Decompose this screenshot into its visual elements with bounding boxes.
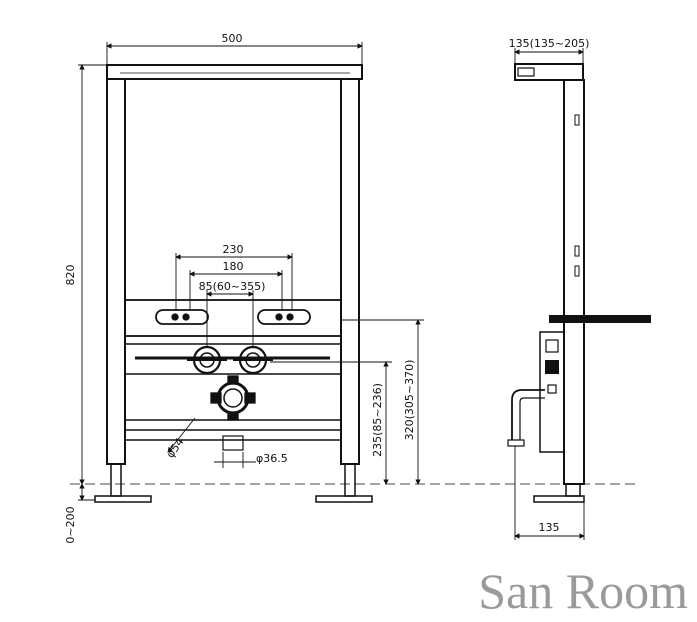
front-dimensions bbox=[78, 42, 424, 501]
front-top-rail bbox=[106, 64, 363, 80]
side-drain-elbow bbox=[507, 389, 545, 447]
side-bottom-depth: 135 bbox=[539, 521, 560, 534]
side-valve-body bbox=[539, 331, 565, 453]
dim-36: φ36.5 bbox=[256, 452, 288, 465]
front-view bbox=[94, 64, 373, 503]
dim-320: 320(305~370) bbox=[403, 360, 416, 441]
side-top-depth: 135(135~205) bbox=[509, 37, 590, 50]
side-view bbox=[507, 63, 651, 503]
watermark: San Room bbox=[478, 563, 688, 619]
front-right-upright bbox=[315, 78, 373, 503]
dim-height: 820 bbox=[64, 265, 77, 286]
dim-230: 230 bbox=[223, 243, 244, 256]
dim-180: 180 bbox=[223, 260, 244, 273]
dim-85: 85(60~355) bbox=[199, 280, 266, 293]
front-left-upright bbox=[94, 78, 152, 503]
side-top-bracket bbox=[514, 63, 584, 81]
side-dimensions bbox=[514, 48, 585, 540]
dim-235: 235(85~236) bbox=[371, 383, 384, 457]
front-mounting-plate bbox=[124, 299, 342, 337]
side-wall-bar bbox=[549, 315, 651, 323]
dim-0-200: 0~200 bbox=[64, 506, 77, 543]
front-drain-fitting bbox=[210, 375, 256, 451]
dim-width: 500 bbox=[222, 32, 243, 45]
side-upright bbox=[563, 79, 585, 485]
front-valve-plate bbox=[124, 343, 342, 375]
